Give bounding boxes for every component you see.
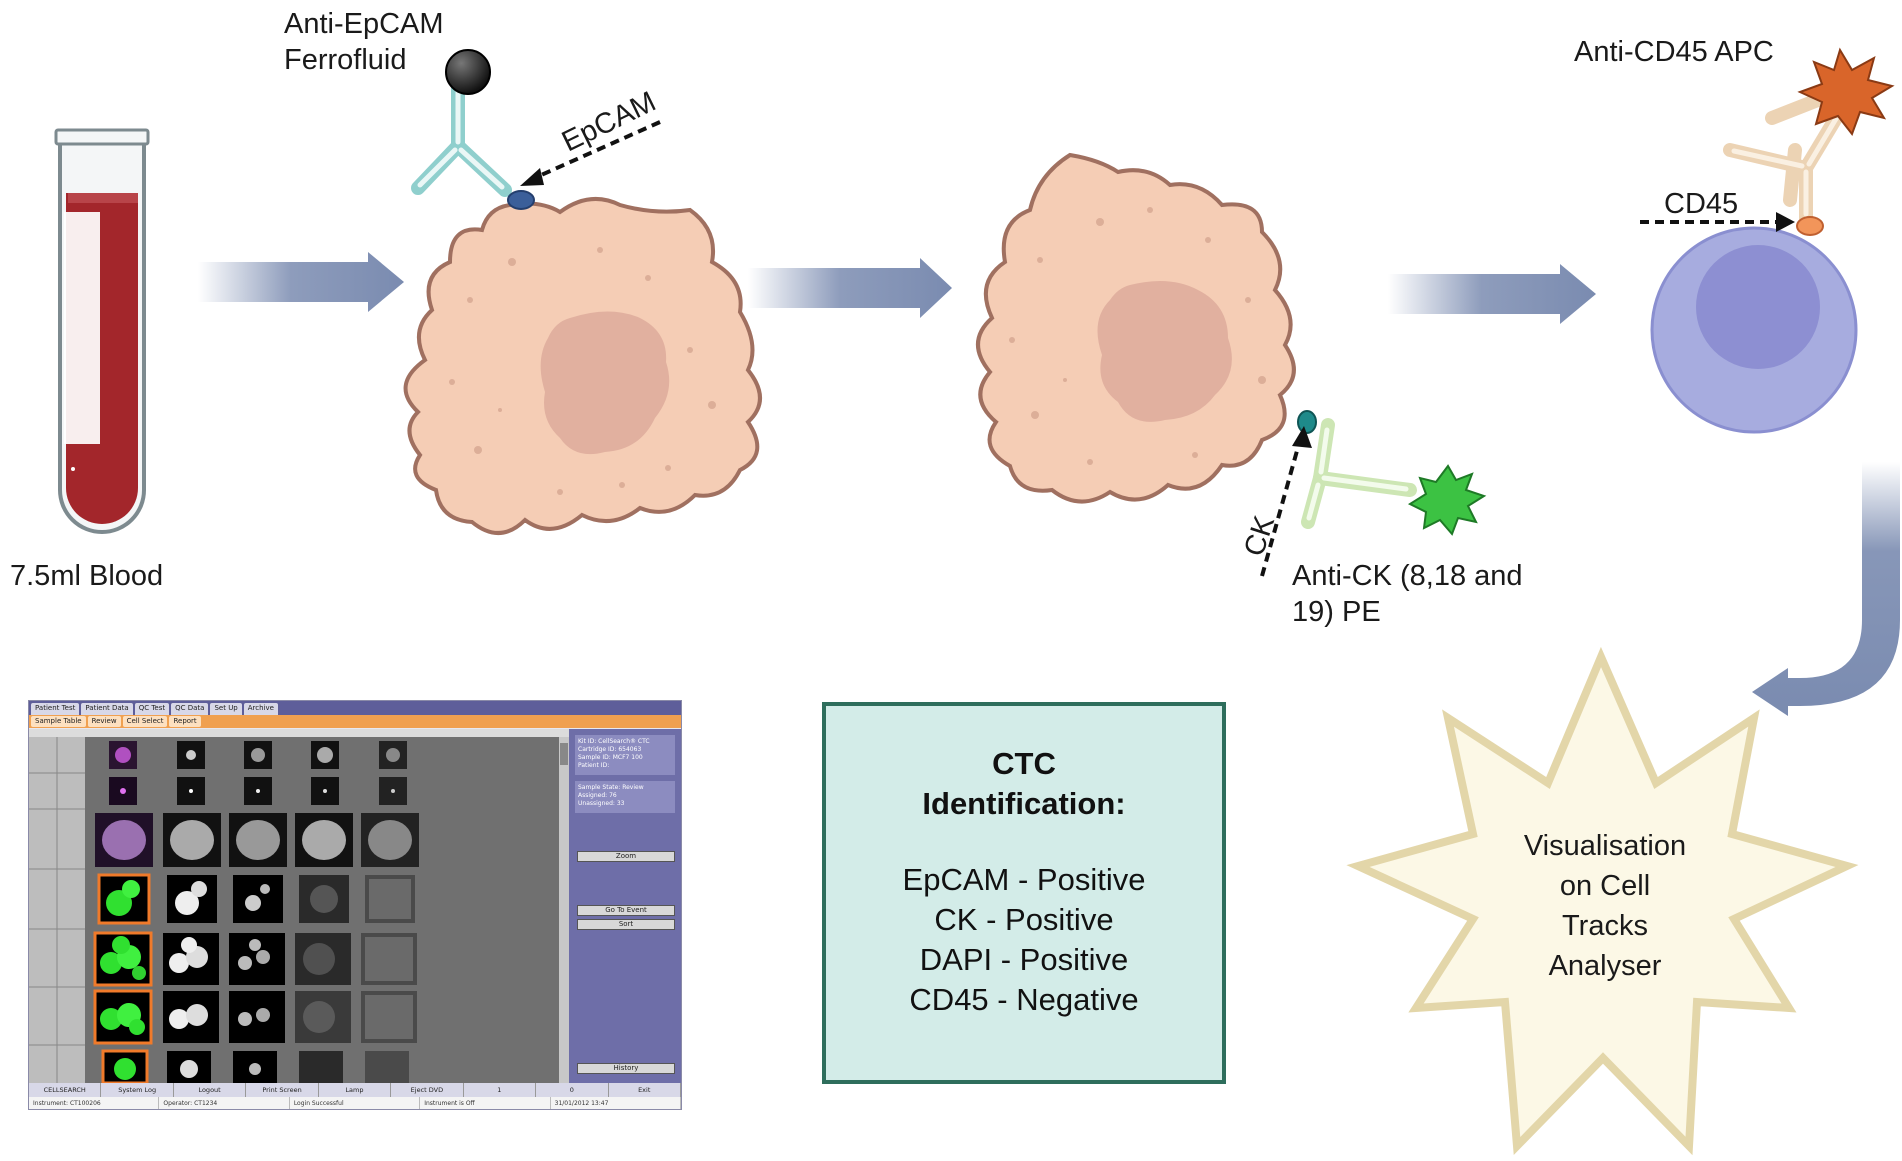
software-tab[interactable]: QC Data xyxy=(171,703,209,715)
cd45-label: CD45 xyxy=(1664,188,1739,220)
star-text-line: Analyser xyxy=(1548,950,1662,982)
cell-tracks-star-icon xyxy=(1346,646,1859,1156)
sample-state-line: Sample State: Review xyxy=(578,784,644,791)
sample-state-line: Unassigned: 33 xyxy=(578,800,625,807)
zoom-button[interactable]: Zoom xyxy=(577,851,675,862)
software-subtab[interactable]: Cell Select xyxy=(122,716,168,727)
thumbnail-row-7 xyxy=(101,1049,409,1083)
print-screen-button[interactable]: Print Screen xyxy=(246,1083,319,1097)
footer-cell: Instrument is Off xyxy=(420,1097,551,1109)
blood-tube-icon xyxy=(54,128,150,534)
kit-info-panel: Kit ID: CellSearch® CTC Cartridge ID: 65… xyxy=(575,735,675,775)
sample-state-panel: Sample State: Review Assigned: 76 Unassi… xyxy=(575,781,675,813)
software-subtab[interactable]: Sample Table xyxy=(31,716,86,727)
kit-info-line: Sample ID: MCF7 100 xyxy=(578,754,643,761)
thumbnail-row-5 xyxy=(93,931,417,987)
ctc-title-line1: CTC xyxy=(992,746,1056,781)
software-tab[interactable]: Archive xyxy=(243,703,278,715)
star-text-line: Visualisation xyxy=(1523,830,1687,862)
star-text-line: Tracks xyxy=(1562,910,1648,942)
curved-flow-arrow xyxy=(1752,462,1900,716)
thumbnail-row-2 xyxy=(109,777,407,805)
software-footer: Instrument: CT100206 Operator: CT1234 Lo… xyxy=(29,1097,681,1109)
software-status-bar: CELLSEARCH System Log Logout Print Scree… xyxy=(29,1083,681,1097)
anti-cd45-label: Anti-CD45 APC xyxy=(1574,36,1774,68)
ctc-criterion: CK - Positive xyxy=(934,902,1114,937)
software-tab[interactable]: QC Test xyxy=(134,703,170,715)
ctc-criterion: DAPI - Positive xyxy=(919,942,1129,977)
logout-button[interactable]: Logout xyxy=(174,1083,247,1097)
thumbnail-row-6 xyxy=(93,989,417,1045)
lamp-button[interactable]: Lamp xyxy=(319,1083,392,1097)
anti-epcam-ferrofluid-icon xyxy=(411,49,661,210)
ctc-title-line2: Identification: xyxy=(922,786,1126,821)
status-cell: 0 xyxy=(536,1083,609,1097)
sort-button[interactable]: Sort xyxy=(577,919,675,930)
eject-dvd-button[interactable]: Eject DVD xyxy=(391,1083,464,1097)
anti-ck-label-line2: 19) PE xyxy=(1292,596,1381,628)
software-tab-bar: Patient Test Patient Data QC Test QC Dat… xyxy=(29,701,681,715)
software-tab[interactable]: Patient Test xyxy=(31,703,80,715)
ferrofluid-label-line1: Anti-EpCAM xyxy=(284,8,444,40)
blood-label: 7.5ml Blood xyxy=(10,560,164,592)
status-cell: 1 xyxy=(464,1083,537,1097)
footer-cell: 31/01/2012 13:47 xyxy=(551,1097,681,1109)
history-button[interactable]: History xyxy=(577,1063,675,1074)
exit-button[interactable]: Exit xyxy=(609,1083,681,1097)
cell-tracks-software-screenshot: Patient Test Patient Data QC Test QC Dat… xyxy=(28,700,682,1110)
ctc-criterion: EpCAM - Positive xyxy=(902,862,1146,897)
cell-image-gallery xyxy=(29,729,569,1083)
status-cell[interactable]: CELLSEARCH xyxy=(29,1083,102,1097)
thumbnail-row-4 xyxy=(97,873,415,925)
epcam-label: EpCAM xyxy=(557,86,661,159)
white-blood-cell xyxy=(1650,226,1858,434)
thumbnail-row-3 xyxy=(95,813,419,867)
ctc-title: CTC Identification: xyxy=(826,744,1222,824)
tumor-cell-1 xyxy=(403,196,762,535)
star-text-line: on Cell xyxy=(1559,870,1651,902)
ferrofluid-label-line2: Ferrofluid xyxy=(284,44,407,76)
kit-info-line: Patient ID: xyxy=(578,762,610,769)
software-subtab[interactable]: Report xyxy=(169,716,201,727)
anti-cd45-apc-icon xyxy=(1640,47,1895,236)
software-subtab[interactable]: Review xyxy=(87,716,121,727)
flow-arrow-3 xyxy=(1388,264,1596,324)
footer-cell: Instrument: CT100206 xyxy=(29,1097,160,1109)
software-tab[interactable]: Set Up xyxy=(210,703,242,715)
star-text: Visualisation on Cell Tracks Analyser xyxy=(1450,826,1760,986)
software-tab[interactable]: Patient Data xyxy=(81,703,133,715)
software-subtab-bar: Sample Table Review Cell Select Report xyxy=(29,715,681,728)
kit-info-line: Cartridge ID: 654063 xyxy=(578,746,642,753)
thumbnail-row-1 xyxy=(109,741,407,769)
ctc-identification-box: CTC Identification: EpCAM - Positive CK … xyxy=(822,702,1226,1084)
ck-label: CK xyxy=(1238,511,1281,560)
ctc-criteria: EpCAM - Positive CK - Positive DAPI - Po… xyxy=(826,860,1222,1020)
go-to-event-button[interactable]: Go To Event xyxy=(577,905,675,916)
footer-cell: Login Successful xyxy=(290,1097,421,1109)
footer-cell: Operator: CT1234 xyxy=(159,1097,290,1109)
ferrofluid-label: Anti-EpCAM Ferrofluid xyxy=(284,6,444,78)
flow-arrow-2 xyxy=(748,258,952,318)
anti-ck-label-line1: Anti-CK (8,18 and xyxy=(1292,560,1523,592)
anti-ck-label: Anti-CK (8,18 and 19) PE xyxy=(1292,558,1523,630)
system-log-button[interactable]: System Log xyxy=(101,1083,174,1097)
sample-state-line: Assigned: 76 xyxy=(578,792,617,799)
flow-arrow-1 xyxy=(198,252,404,312)
kit-info-line: Kit ID: CellSearch® CTC xyxy=(578,738,650,745)
tumor-cell-2 xyxy=(976,152,1296,504)
software-side-panel: Kit ID: CellSearch® CTC Cartridge ID: 65… xyxy=(569,729,681,1083)
anti-ck-pe-icon xyxy=(1260,410,1487,577)
ctc-criterion: CD45 - Negative xyxy=(909,982,1139,1017)
